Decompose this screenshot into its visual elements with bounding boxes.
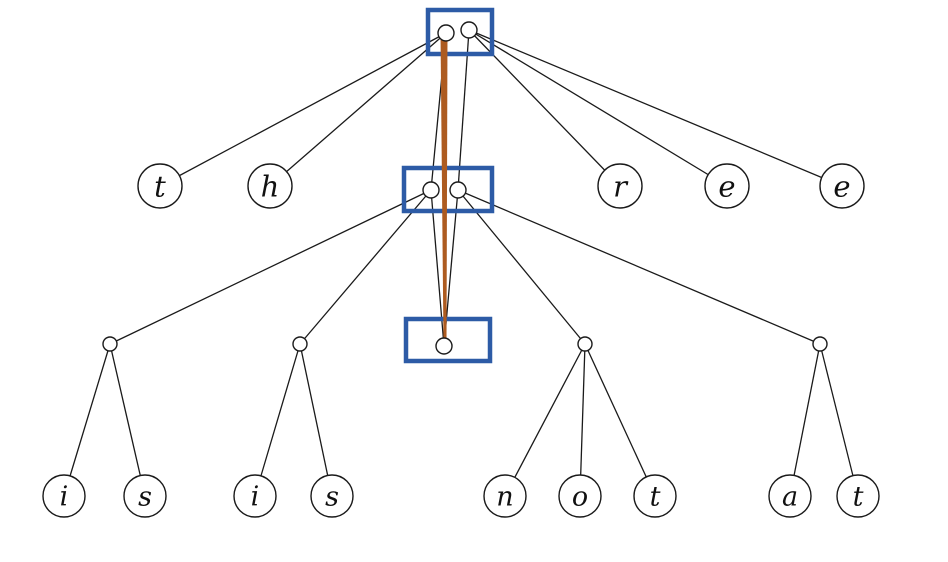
internal-node-bottom-node (435, 337, 453, 355)
edge-internal-1-to-leaf-s-1 (109, 343, 146, 497)
edge-internal-3-to-leaf-o-1 (579, 343, 586, 497)
internal-node-internal-3 (577, 336, 593, 352)
leaf-label-leaf-s-1: s (138, 482, 152, 513)
leaf-node-leaf-i-2 (233, 474, 277, 518)
leaf-label-leaf-i-2: i (251, 482, 260, 513)
edge-internal-1-to-leaf-i-1 (63, 343, 111, 497)
leaf-node-leaf-a-1 (768, 474, 812, 518)
edge-mid-right-to-internal-3 (457, 189, 586, 345)
leaf-label-leaf-r-1: r (613, 169, 629, 203)
highlighted-path (440, 33, 448, 344)
edge-root-left-to-leaf-h-1 (269, 32, 447, 187)
leaf-node-leaf-h-1 (247, 163, 293, 209)
internal-node-internal-1 (102, 336, 118, 352)
edge-internal-4-to-leaf-t-3 (819, 343, 859, 497)
leaf-label-leaf-t-1: t (154, 169, 166, 203)
edge-root-left-to-leaf-t-1 (159, 32, 447, 187)
highlight-box-root (425, 7, 495, 57)
leaf-label-leaf-n-1: n (496, 482, 513, 513)
leaf-label-leaf-e-2: e (833, 169, 850, 203)
leaf-node-leaf-s-2 (310, 474, 354, 518)
edge-root-right-to-leaf-e-1 (468, 29, 728, 187)
edge-internal-3-to-leaf-n-1 (504, 343, 586, 497)
edge-internal-3-to-leaf-t-2 (584, 343, 656, 497)
edge-root-right-to-leaf-e-2 (468, 29, 843, 187)
internal-node-root-left (437, 24, 455, 42)
edge-internal-2-to-leaf-i-2 (254, 343, 301, 497)
leaf-node-leaf-i-1 (42, 474, 86, 518)
edge-internal-2-to-leaf-s-2 (299, 343, 333, 497)
highlight-box-bottom (403, 316, 493, 364)
leaf-label-leaf-e-1: e (718, 169, 735, 203)
leaf-label-leaf-t-2: t (650, 482, 661, 513)
highlight-box-middle (401, 165, 495, 214)
edge-mid-left-to-internal-2 (299, 189, 432, 345)
leaf-label-leaf-s-2: s (325, 482, 339, 513)
edge-mid-left-to-internal-1 (109, 189, 432, 345)
internal-node-internal-2 (292, 336, 308, 352)
leaf-label-leaf-o-1: o (572, 482, 588, 513)
leaf-node-leaf-n-1 (483, 474, 527, 518)
leaf-node-leaf-t-2 (633, 474, 677, 518)
internal-node-mid-right (449, 181, 467, 199)
edge-mid-left-to-bottom-node (430, 189, 445, 347)
internal-node-internal-4 (812, 336, 828, 352)
edge-internal-4-to-leaf-a-1 (789, 343, 821, 497)
leaf-label-leaf-i-1: i (60, 482, 69, 513)
leaf-label-leaf-t-3: t (853, 482, 864, 513)
leaf-node-leaf-s-1 (123, 474, 167, 518)
internal-node-root-right (460, 21, 478, 39)
leaf-node-leaf-o-1 (558, 474, 602, 518)
edge-mid-right-to-internal-4 (457, 189, 821, 345)
edge-root-right-to-mid-right (457, 29, 470, 191)
leaf-label-leaf-a-1: a (782, 482, 798, 513)
leaf-label-leaf-h-1: h (261, 169, 280, 203)
leaf-node-leaf-e-1 (704, 163, 750, 209)
leaf-node-leaf-e-2 (819, 163, 865, 209)
leaf-node-leaf-r-1 (597, 163, 643, 209)
internal-node-mid-left (422, 181, 440, 199)
leaf-node-leaf-t-1 (137, 163, 183, 209)
leaf-node-leaf-t-3 (836, 474, 880, 518)
